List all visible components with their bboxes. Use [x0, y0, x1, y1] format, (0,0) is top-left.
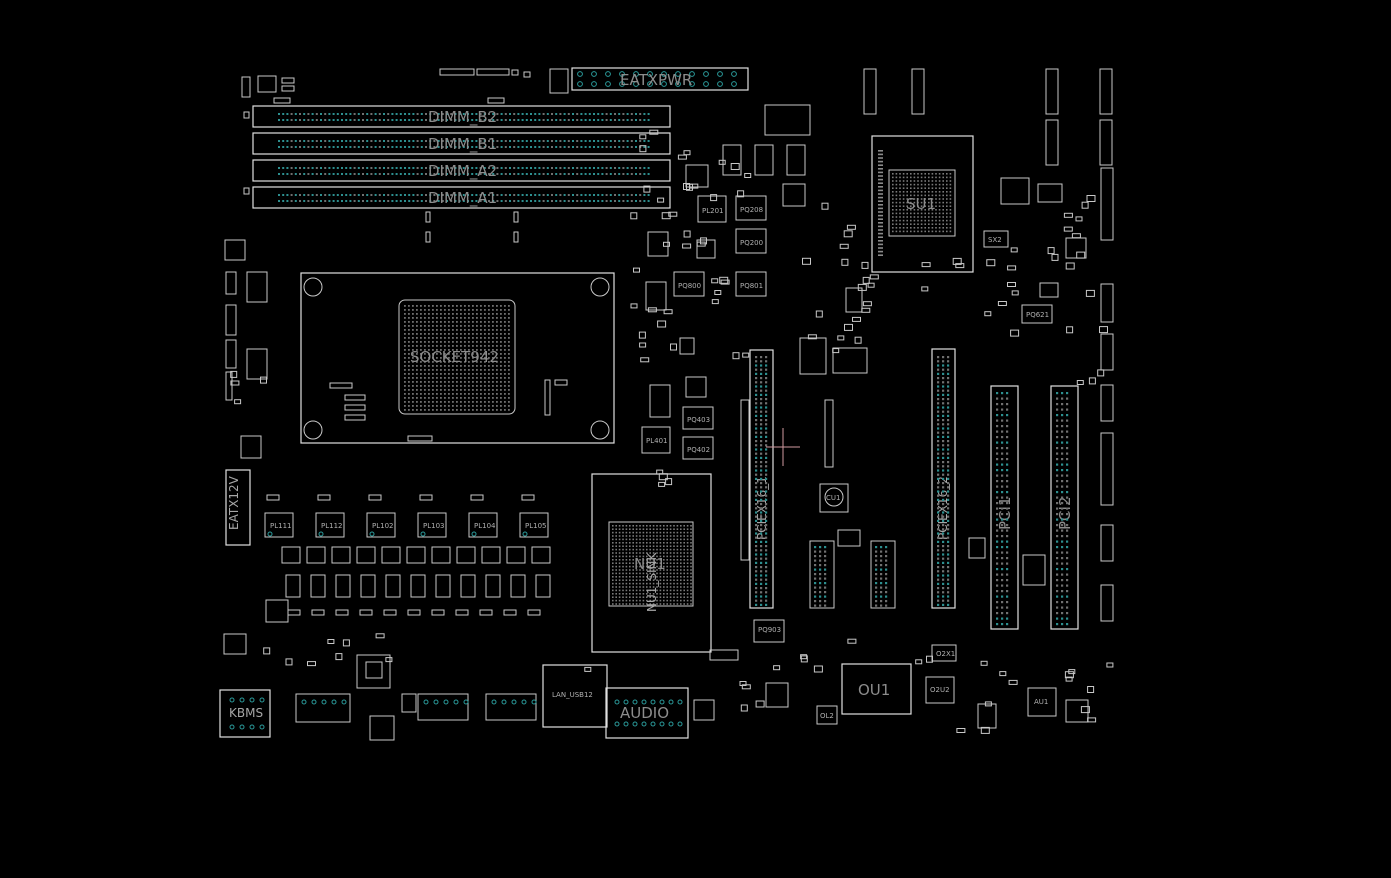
svg-text:PQ903: PQ903 — [758, 626, 781, 634]
svg-text:OL2: OL2 — [820, 712, 834, 720]
eatxpwr-label: EATXPWR — [620, 71, 692, 89]
top-connectors[interactable]: EATXPWR — [439, 67, 749, 104]
svg-text:CU1: CU1 — [826, 494, 840, 502]
southbridge-su1[interactable]: SU1 SX2 PQ621 — [845, 68, 1114, 622]
bottom-right-components[interactable]: OU1 O2U2 O2X1 OL2 AU1 PQ903 — [693, 537, 1089, 729]
audio-connector[interactable] — [605, 687, 689, 739]
pciex16-2-slot[interactable] — [931, 348, 956, 609]
nu1-label: NU1 — [634, 555, 666, 573]
dimm-slot-b1[interactable] — [252, 132, 671, 155]
dimm-slot-a2[interactable] — [252, 159, 671, 182]
svg-text:PQ403: PQ403 — [687, 416, 710, 424]
cursor-crosshair — [766, 428, 800, 466]
pci2-slot[interactable] — [1050, 385, 1079, 630]
expansion-slots[interactable]: PCIEX16_1 PCIEX16_2 PCI1 PCI2 — [740, 348, 1079, 630]
svg-text:PQ402: PQ402 — [687, 446, 710, 454]
svg-text:PL102: PL102 — [372, 522, 393, 530]
smd-components — [230, 129, 1114, 734]
svg-text:PQ621: PQ621 — [1026, 311, 1049, 319]
svg-text:PCI1: PCI1 — [996, 497, 1014, 531]
svg-text:PL103: PL103 — [423, 522, 444, 530]
svg-text:PL112: PL112 — [321, 522, 342, 530]
svg-text:PL401: PL401 — [646, 437, 667, 445]
svg-text:O2X1: O2X1 — [936, 650, 955, 658]
svg-text:PL105: PL105 — [525, 522, 546, 530]
svg-text:O2U2: O2U2 — [930, 686, 950, 694]
socket-label: SOCKET942 — [410, 348, 499, 366]
vrm-inductors: PL111 PL112 PL102 PL103 PL104 PL105 — [264, 494, 551, 616]
middle-components: PL201 PQ208 PQ200 PQ800 PQ801 PL401 PQ40… — [641, 104, 811, 460]
dimm-b2-label: DIMM_B2 — [428, 108, 497, 127]
svg-text:PCI2: PCI2 — [1056, 497, 1074, 531]
cpu-socket[interactable]: SOCKET942 — [300, 272, 615, 444]
svg-text:PQ200: PQ200 — [740, 239, 763, 247]
cu1-chip[interactable]: CU1 — [799, 337, 868, 547]
left-column[interactable]: EATX12V — [223, 239, 289, 655]
svg-text:SX2: SX2 — [988, 236, 1002, 244]
audio-label: AUDIO — [620, 704, 669, 722]
svg-text:PQ208: PQ208 — [740, 206, 763, 214]
dimm-slot-a1[interactable] — [252, 186, 671, 209]
svg-text:PQ800: PQ800 — [678, 282, 701, 290]
dimm-a2-label: DIMM_A2 — [428, 162, 497, 181]
svg-text:PL104: PL104 — [474, 522, 496, 530]
eatx12v-connector[interactable] — [225, 469, 251, 546]
svg-text:NU1_SINK: NU1_SINK — [645, 551, 659, 612]
pci1-slot[interactable] — [990, 385, 1019, 630]
top-left-components — [241, 75, 295, 195]
kbms-label: KBMS — [229, 706, 263, 720]
svg-text:AU1: AU1 — [1034, 698, 1048, 706]
ou1-chip[interactable] — [841, 663, 912, 715]
svg-text:PL111: PL111 — [270, 522, 291, 530]
svg-text:PL201: PL201 — [702, 207, 723, 215]
svg-text:LAN_USB12: LAN_USB12 — [552, 691, 593, 699]
dimm-b1-label: DIMM_B1 — [428, 135, 497, 154]
svg-text:PQ801: PQ801 — [740, 282, 763, 290]
kbms-connector[interactable] — [219, 689, 271, 738]
lan-usb-connector[interactable] — [542, 664, 608, 728]
chipset-nu1[interactable]: NU1 NU1_SINK — [591, 473, 712, 653]
su1-label: SU1 — [906, 195, 936, 213]
eatxpwr-connector[interactable] — [571, 67, 749, 91]
pciex16-1-slot[interactable] — [749, 349, 774, 609]
dimm-slots[interactable]: DIMM_B2 DIMM_B1 DIMM_A2 DIMM_A1 — [252, 105, 671, 243]
eatx12v-label: EATX12V — [227, 475, 241, 530]
ou1-label: OU1 — [858, 681, 890, 699]
dimm-a1-label: DIMM_A1 — [428, 189, 497, 208]
dimm-slot-b2[interactable] — [252, 105, 671, 128]
rear-io[interactable]: KBMS LAN_USB12 AUDIO — [219, 654, 689, 741]
